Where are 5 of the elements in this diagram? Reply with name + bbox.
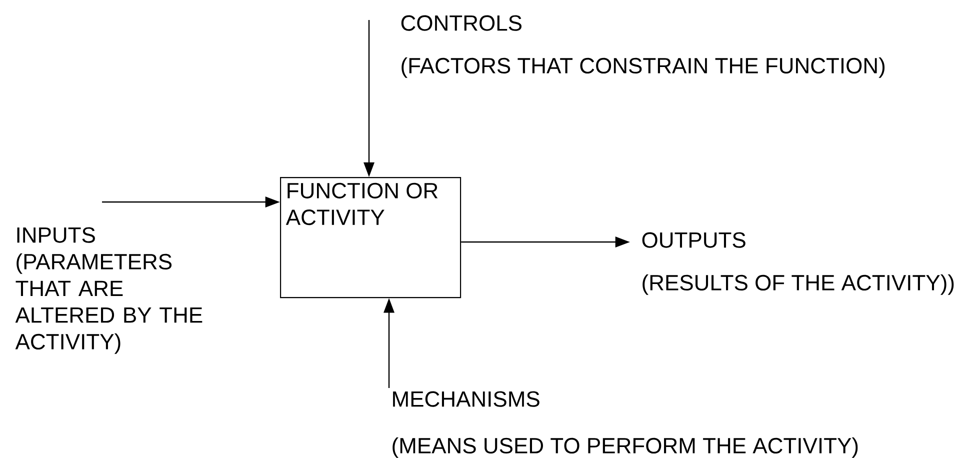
function-box: FUNCTION OR ACTIVITY bbox=[280, 177, 462, 298]
arrow-label: MECHANISMS (MEANS USED TO PERFORM THE ACTIVITY) bbox=[392, 391, 858, 458]
arrow-label: OUTPUTS (RESULTS OF THE ACTIVITY)) bbox=[642, 232, 954, 295]
arrow-label: CONTROLS (FACTORS THAT CONSTRAIN THE FUNCTION) bbox=[401, 15, 884, 78]
arrow-label: INPUTS (PARAMETERS THAT ARE ALTERED BY THE ACTIVITY) bbox=[15, 227, 202, 354]
